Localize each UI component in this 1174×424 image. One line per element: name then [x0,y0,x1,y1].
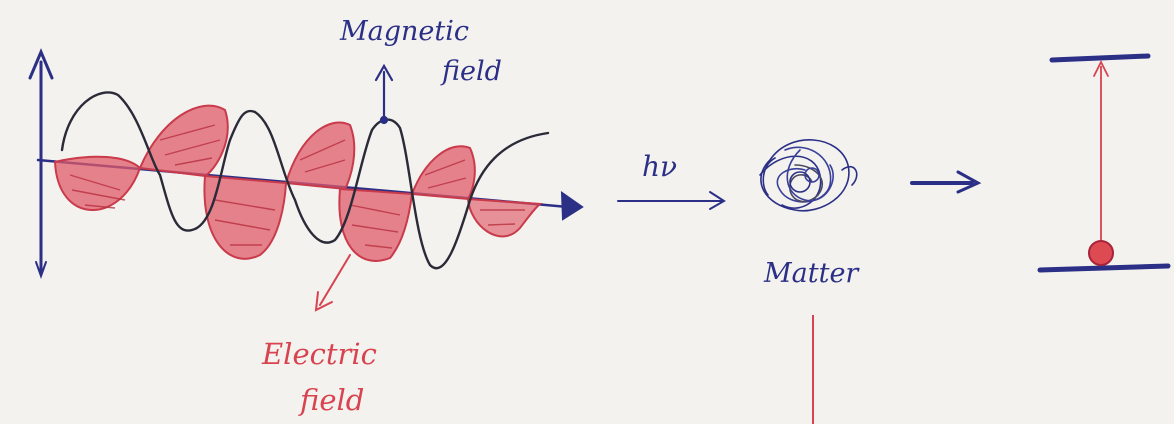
electric-wave-hatching [69,124,525,249]
vertical-axis-bottom-tick [35,261,47,279]
matter-scribble-icon [759,139,858,212]
electric-wave-lobe [138,104,229,178]
transition-arrow [910,170,982,194]
propagation-arrow-icon [560,191,584,221]
transition-arrow-head-icon [956,170,982,194]
photon-arrow [617,191,726,210]
electric-field-label-line1: Electric [261,337,377,371]
matter-label: Matter [763,258,860,289]
electron-particle [1088,240,1114,266]
photon-arrow-head-icon [709,191,726,210]
electric-pointer-arrow-icon [314,291,333,312]
magnetic-pointer-dot [379,115,389,125]
photon-energy-label: hν [642,150,677,183]
electric-wave-lobe [466,197,543,238]
electric-field-wave [53,104,543,262]
magnetic-field-label-line2: field [440,56,502,87]
electric-wave-lobe [284,121,356,191]
electric-wave-lobe [338,187,414,262]
upper-energy-level [1049,53,1151,63]
magnetic-pointer-arrow-icon [374,63,394,82]
electric-field-pointer [314,254,351,312]
excitation-arrow-head-icon [1093,59,1109,77]
vertical-axis-arrow-icon [28,48,54,80]
lower-energy-level [1037,263,1171,273]
electric-wave-lobe [203,174,288,260]
magnetic-field-label-line1: Magnetic [339,16,469,47]
electric-field-label-line2: field [298,383,364,417]
energy-level-diagram [1037,53,1171,273]
magnetic-field-pointer [374,63,394,125]
magnetic-field-wave [60,91,550,270]
electric-wave-lobe [410,145,476,201]
